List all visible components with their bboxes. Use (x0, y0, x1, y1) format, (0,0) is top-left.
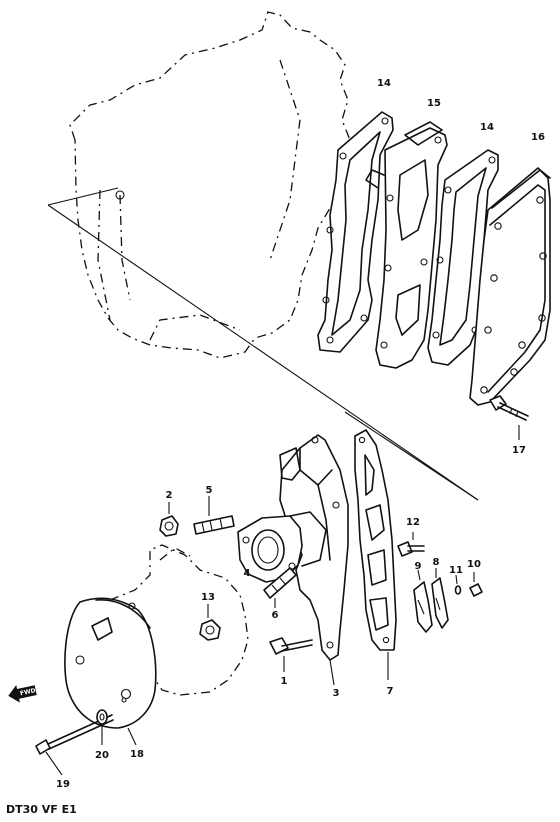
bolt-12 (397, 532, 425, 557)
bolt-1 (269, 637, 313, 672)
reed-stopper-9 (413, 569, 433, 633)
callout-14-left: 14 (377, 78, 391, 89)
callout-3: 3 (333, 688, 340, 699)
callout-2: 2 (166, 490, 173, 501)
carburetor-flange-4 (237, 511, 327, 583)
nut-2 (159, 502, 179, 537)
nut-13 (199, 604, 221, 641)
screw-10 (469, 572, 483, 597)
callout-18: 18 (130, 749, 144, 760)
reed-valve-assembly-15 (365, 121, 448, 369)
callout-11: 11 (449, 565, 463, 576)
callout-5: 5 (206, 485, 213, 496)
callout-13: 13 (201, 592, 215, 603)
callout-10: 10 (467, 559, 481, 570)
silencer-cover-18 (64, 597, 157, 746)
reed-valve-8 (431, 568, 449, 629)
gasket-7 (354, 429, 397, 680)
engine-block-outline (69, 11, 351, 359)
bolt-17 (489, 395, 529, 440)
callout-12: 12 (406, 517, 420, 528)
callout-20: 20 (95, 750, 109, 761)
forward-label: FWD (19, 687, 36, 697)
washer-11 (454, 574, 462, 595)
alignment-lines (47, 187, 479, 501)
stud-5 (193, 496, 235, 535)
callout-19: 19 (56, 779, 70, 790)
callout-14-right: 14 (480, 122, 494, 133)
callout-16: 16 (531, 132, 545, 143)
callout-17: 17 (512, 445, 526, 456)
callout-15: 15 (427, 98, 441, 109)
callout-6: 6 (272, 610, 279, 621)
callout-7: 7 (387, 686, 394, 697)
gasket-14-left (317, 111, 394, 353)
forward-direction-arrow: FWD (8, 685, 37, 703)
stud-6 (263, 567, 297, 608)
diagram-caption: DT30 VF E1 (6, 803, 77, 816)
washer-20 (96, 709, 108, 745)
callout-1: 1 (281, 676, 288, 687)
callout-labels: 14 15 14 16 17 2 5 4 6 13 12 9 8 11 10 1… (56, 78, 545, 790)
intake-cover-16 (469, 167, 551, 406)
callout-4: 4 (244, 568, 251, 579)
callout-8: 8 (433, 557, 440, 568)
callout-9: 9 (415, 561, 422, 572)
